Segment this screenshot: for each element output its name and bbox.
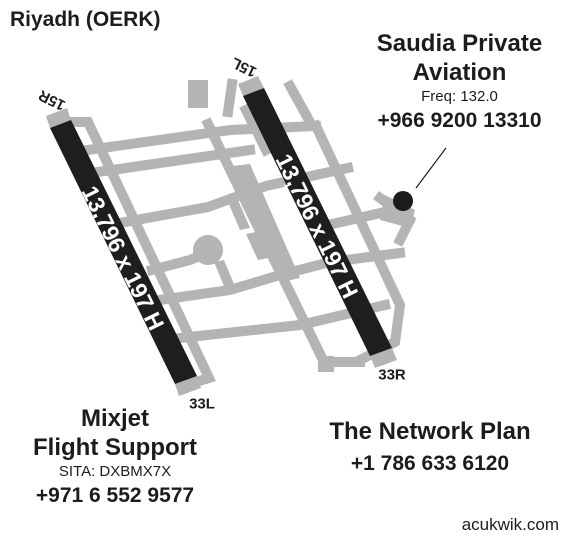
fbo-mixjet-name-line-1: Mixjet — [80, 405, 149, 432]
fbo-network-phone: +1 786 633 6120 — [350, 452, 510, 475]
filled-circle-icon — [393, 191, 413, 211]
runway-east-threshold-south — [370, 348, 397, 368]
taxiway-west-parallel — [65, 117, 216, 391]
fbo-mixjet-name-line-2: Flight Support — [33, 434, 197, 461]
central-apron — [232, 164, 300, 282]
taxiway-cross-1 — [82, 120, 322, 156]
fbo-saudia-leader-line — [415, 147, 447, 189]
runway-15R-33L: 13,796 x 197 H — [46, 108, 201, 396]
taxiway-spur-northeast — [283, 79, 317, 129]
apron-small-1 — [228, 200, 250, 230]
runway-label-33R: 33R — [378, 367, 406, 384]
source-credit: acukwik.com — [461, 515, 559, 534]
apron-small-3 — [214, 260, 234, 286]
fbo-saudia-frequency: Freq: 132.0 — [421, 88, 498, 105]
fbo-saudia-private-aviation: Saudia Private Aviation Freq: 132.0 +966… — [352, 29, 567, 134]
fbo-saudia-phone: +966 9200 13310 — [377, 109, 542, 132]
runway-end-labels: 15R 33L 15L 33R — [36, 54, 406, 413]
airport-title: Riyadh (OERK) — [10, 8, 161, 31]
runway-east-surface — [243, 88, 392, 356]
apron-south-block — [318, 356, 334, 372]
fbo-network-name: The Network Plan — [329, 418, 531, 445]
runways: 13,796 x 197 H 13,796 x 197 H — [46, 76, 397, 396]
apron-east-ramp — [380, 195, 415, 228]
apron-north-block — [188, 80, 208, 108]
taxiway-central-parallel — [201, 117, 332, 371]
apron-areas — [188, 80, 415, 372]
fbo-saudia-name-line-2: Aviation — [412, 59, 507, 86]
apron-small-2 — [246, 232, 268, 260]
terminal-hub — [193, 235, 223, 265]
runway-label-15R: 15R — [36, 86, 68, 113]
runway-west-surface — [50, 120, 197, 384]
runway-label-15L: 15L — [229, 54, 260, 81]
runway-west-threshold-north — [46, 108, 71, 128]
runway-west-threshold-south — [175, 376, 201, 396]
fbo-mixjet-sita: SITA: DXBMX7X — [58, 463, 172, 480]
fbo-saudia-name-line-1: Saudia Private — [376, 30, 543, 57]
fbo-mixjet-phone: +971 6 552 9577 — [35, 484, 195, 507]
taxiway-spur-north — [222, 78, 238, 118]
fbo-saudia-marker-group — [393, 147, 447, 211]
taxiway-cross-2 — [92, 144, 256, 178]
runway-label-33L: 33L — [189, 396, 215, 413]
fbo-mixjet-flight-support: Mixjet Flight Support SITA: DXBMX7X +971… — [10, 404, 220, 509]
runway-east-threshold-north — [238, 76, 264, 96]
fbo-the-network-plan: The Network Plan +1 786 633 6120 — [305, 417, 555, 477]
